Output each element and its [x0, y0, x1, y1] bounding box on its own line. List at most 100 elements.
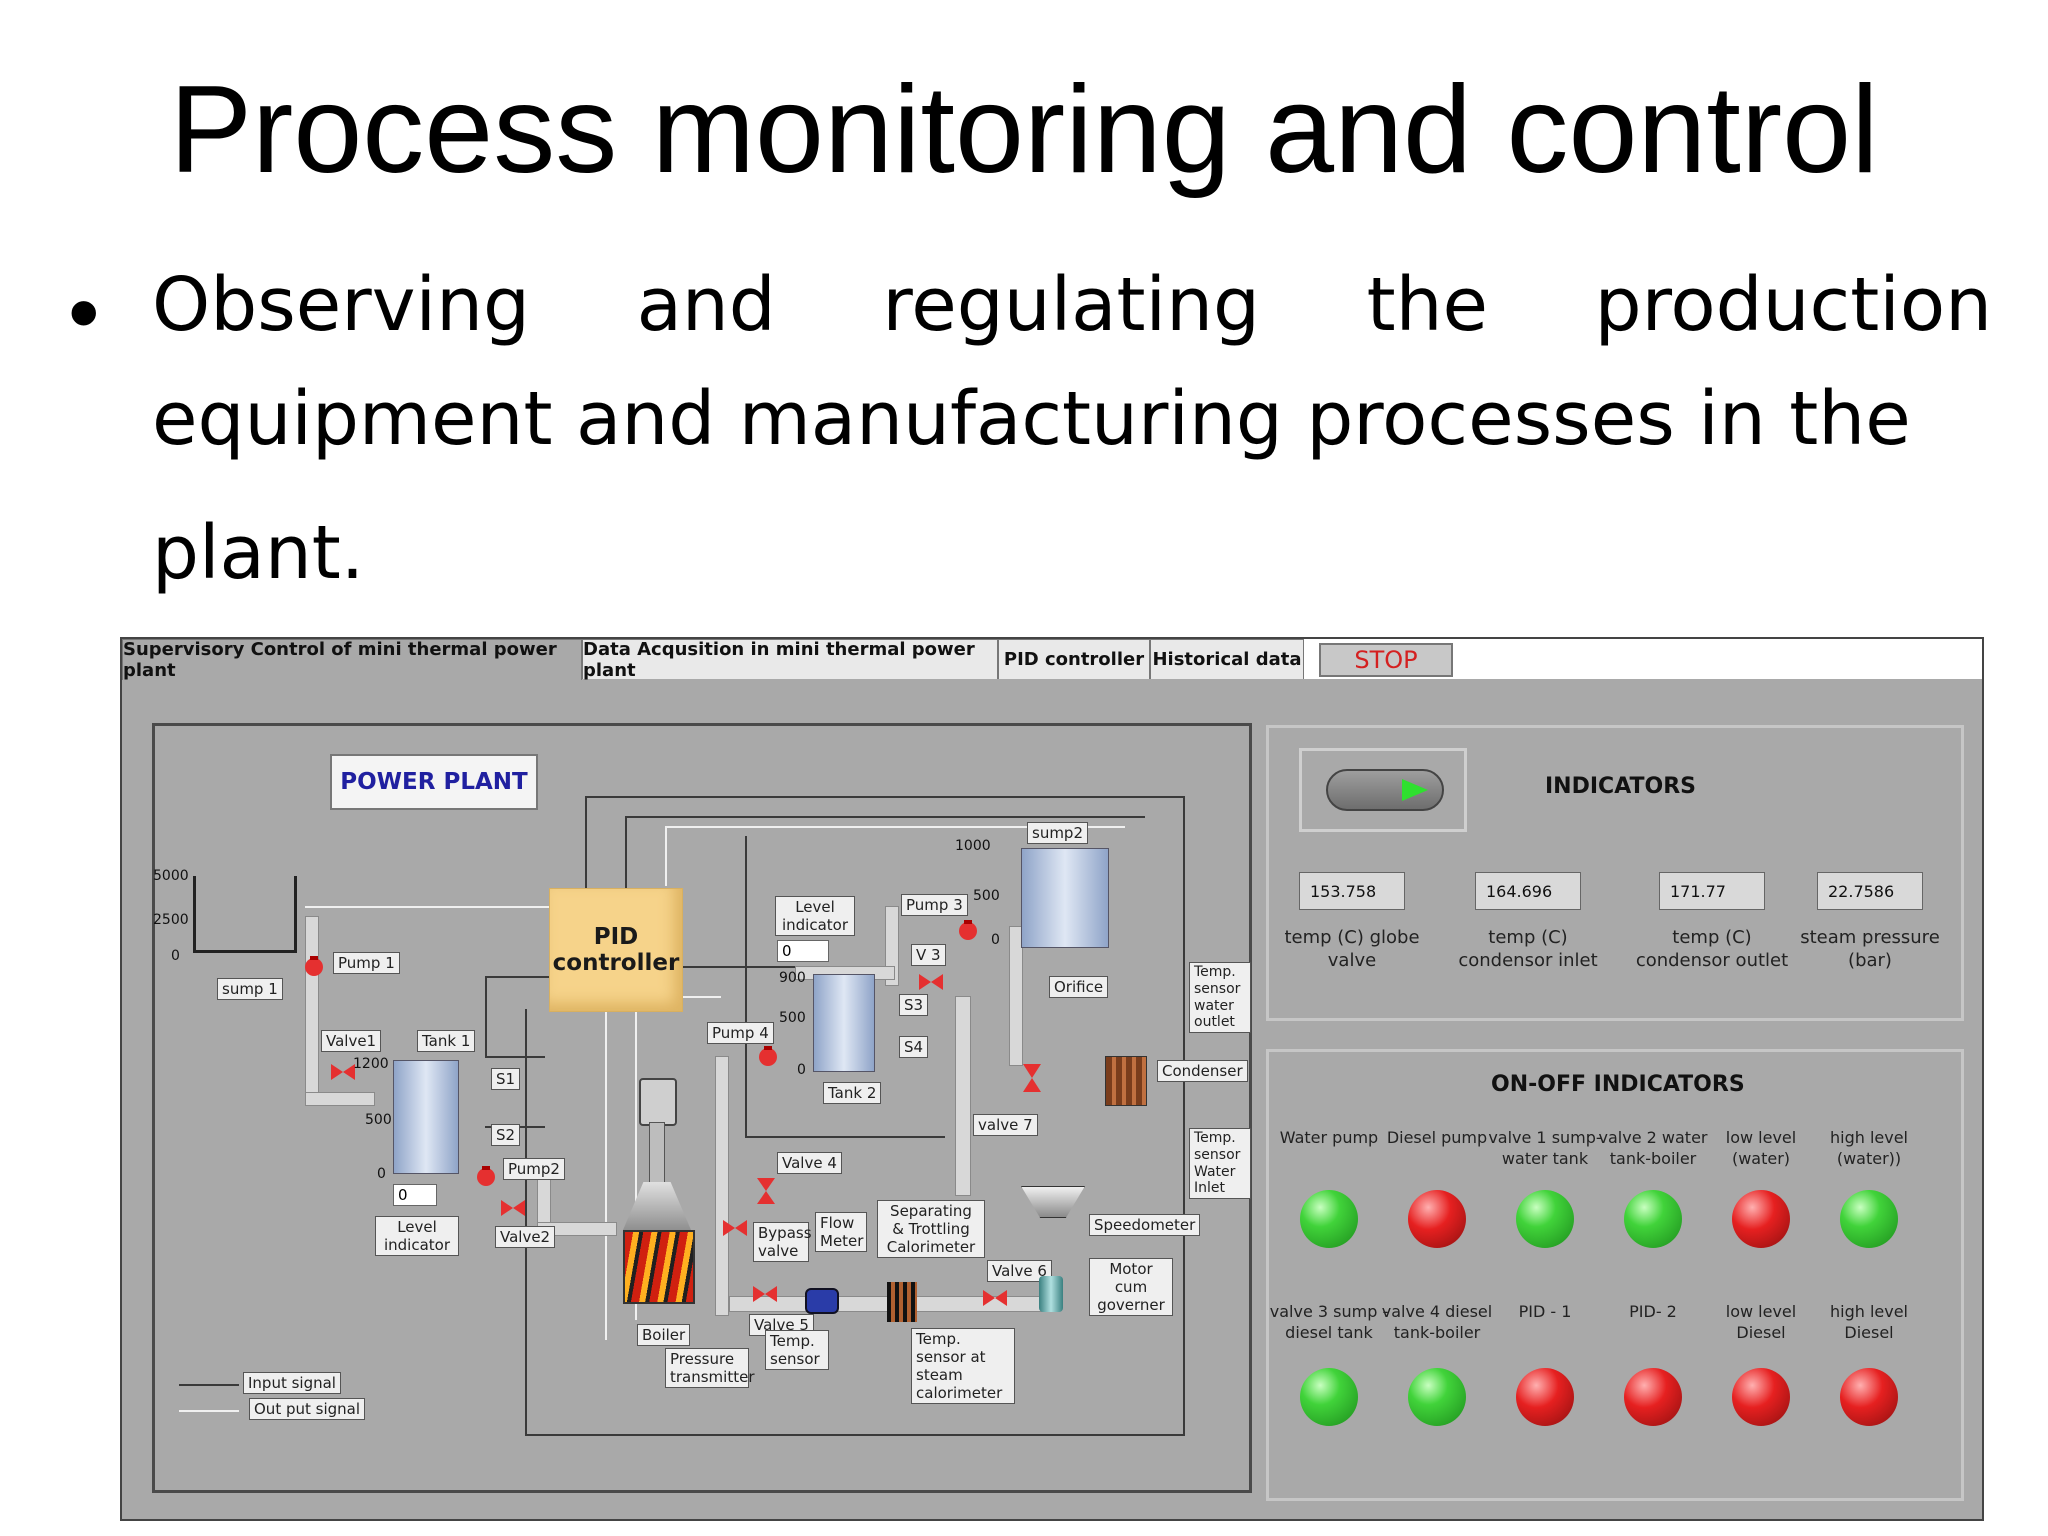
toggle-led-icon [1402, 779, 1428, 801]
tank1-tick: 0 [377, 1166, 386, 1182]
bullet-word: the [1366, 262, 1489, 348]
valve6-label: Valve 6 [987, 1260, 1052, 1282]
status-led [1300, 1190, 1358, 1248]
indicators-title: INDICATORS [1545, 774, 1697, 799]
stop-button[interactable]: STOP [1319, 643, 1453, 677]
status-led [1516, 1368, 1574, 1426]
v3-label: V 3 [911, 944, 946, 966]
pump4-icon[interactable] [755, 1044, 781, 1070]
pump4-label: Pump 4 [707, 1022, 774, 1044]
bullet-word: regulating [882, 262, 1260, 348]
led-label: PID- 2 [1629, 1302, 1677, 1321]
status-led [1732, 1190, 1790, 1248]
readout-label: temp (C) condensor outlet [1635, 927, 1789, 972]
sump2-tick: 0 [991, 932, 1000, 948]
bullet-word: Observing [152, 262, 530, 348]
bullet-word: and [636, 262, 776, 348]
tank1-tick: 1200 [353, 1056, 389, 1072]
s4-label: S4 [899, 1036, 929, 1058]
legend-output-line [179, 1410, 239, 1412]
pump3-icon[interactable] [955, 918, 981, 944]
tab-data-acquisition[interactable]: Data Acqusition in mini thermal power pl… [582, 639, 998, 681]
bypass-valve-label: Bypass valve [753, 1222, 812, 1262]
onoff-title: ON-OFF INDICATORS [1491, 1072, 1745, 1097]
separating-calorimeter-label: Separating & Trottling Calorimeter [877, 1200, 985, 1258]
tank2 [813, 974, 875, 1072]
status-led [1840, 1368, 1898, 1426]
temp-sensor-steam-label: Temp. sensor at steam calorimeter [911, 1328, 1015, 1404]
readout-steam-pressure: 22.7586 [1817, 872, 1923, 910]
tab-supervisory-control[interactable]: Supervisory Control of mini thermal powe… [122, 639, 582, 681]
pump2-icon[interactable] [473, 1164, 499, 1190]
valve2-label: Valve2 [495, 1226, 556, 1248]
sump1-tank [193, 876, 297, 953]
tank2-tick: 500 [779, 1010, 806, 1026]
toggle-frame [1299, 748, 1467, 832]
led-label: Diesel pump [1386, 1128, 1488, 1147]
tank2-tick: 900 [779, 970, 806, 986]
indicators-panel: INDICATORS 153.758 temp (C) globe valve … [1266, 725, 1964, 1021]
sump1-tick: 2500 [153, 912, 189, 928]
status-led [1624, 1190, 1682, 1248]
slide-title: Process monitoring and control [169, 61, 1879, 199]
bullet-line-1: Observing and regulating the production [152, 262, 1992, 348]
readout-label: steam pressure (bar) [1800, 927, 1940, 972]
motor-icon [1039, 1276, 1063, 1312]
status-led [1516, 1190, 1574, 1248]
led-label: valve 2 water tank-boiler [1598, 1128, 1708, 1168]
valve1-icon[interactable] [331, 1062, 355, 1082]
tank2-tick: 0 [797, 1062, 806, 1078]
tab-pid-controller[interactable]: PID controller [998, 639, 1150, 679]
tank1-tick: 500 [365, 1112, 392, 1128]
valve4-icon[interactable] [755, 1178, 777, 1204]
pressure-transmitter-label: Pressure transmitter [665, 1348, 755, 1388]
power-toggle-switch[interactable] [1326, 769, 1444, 811]
tank1-label: Tank 1 [417, 1030, 476, 1052]
status-led [1624, 1368, 1682, 1426]
pump1-label: Pump 1 [333, 952, 400, 974]
status-led [1300, 1368, 1358, 1426]
pump3-label: Pump 3 [901, 894, 968, 916]
valve7-label: valve 7 [973, 1114, 1038, 1136]
legend-input-signal: Input signal [243, 1372, 341, 1394]
led-label: Water pump [1279, 1128, 1379, 1147]
v3-icon[interactable] [919, 972, 943, 992]
pump2-label: Pump2 [503, 1158, 565, 1180]
level-indicator-2-label: Level indicator [775, 896, 855, 936]
condenser-icon [1105, 1056, 1147, 1106]
bypass-valve-icon[interactable] [723, 1218, 747, 1238]
sump1-tick: 5000 [153, 868, 189, 884]
valve1-label: Valve1 [321, 1030, 382, 1052]
pid-controller-block[interactable]: PID controller [549, 888, 683, 1012]
tank2-level-value: 0 [777, 940, 829, 962]
status-led [1840, 1190, 1898, 1248]
flow-meter-icon [805, 1288, 839, 1314]
valve2-icon[interactable] [501, 1198, 525, 1218]
sump1-tick: 0 [171, 948, 180, 964]
legend-output-signal: Out put signal [249, 1398, 366, 1420]
bullet-word: production [1594, 262, 1992, 348]
valve5-icon[interactable] [753, 1284, 777, 1304]
tank1-level-value: 0 [393, 1184, 437, 1206]
s2-label: S2 [491, 1124, 521, 1146]
motor-governer-label: Motor cum governer [1089, 1258, 1173, 1316]
temp-sensor-water-inlet-label: Temp. sensor Water Inlet [1189, 1128, 1251, 1200]
sump2-label: sump2 [1027, 822, 1088, 844]
readout-temp-globe-valve: 153.758 [1299, 872, 1405, 910]
valve7-icon[interactable] [1021, 1064, 1043, 1092]
status-led [1408, 1368, 1466, 1426]
tab-historical-data[interactable]: Historical data [1150, 639, 1304, 679]
condenser-label: Condenser [1157, 1060, 1248, 1082]
led-label: valve 1 sump-water tank [1488, 1128, 1602, 1168]
valve6-icon[interactable] [983, 1288, 1007, 1308]
led-label: valve 3 sump - diesel tank [1269, 1302, 1389, 1342]
sump2-tick: 500 [973, 888, 1000, 904]
pump1-icon[interactable] [301, 954, 327, 980]
tank2-label: Tank 2 [823, 1082, 882, 1104]
power-plant-panel: POWER PLANT 5000 [152, 723, 1252, 1493]
power-plant-title: POWER PLANT [330, 754, 538, 810]
boiler-label: Boiler [637, 1324, 691, 1346]
led-label: valve 4 diesel tank-boiler [1381, 1302, 1493, 1342]
led-label: high level Diesel [1829, 1302, 1908, 1342]
flow-meter-label: Flow Meter [815, 1212, 867, 1252]
